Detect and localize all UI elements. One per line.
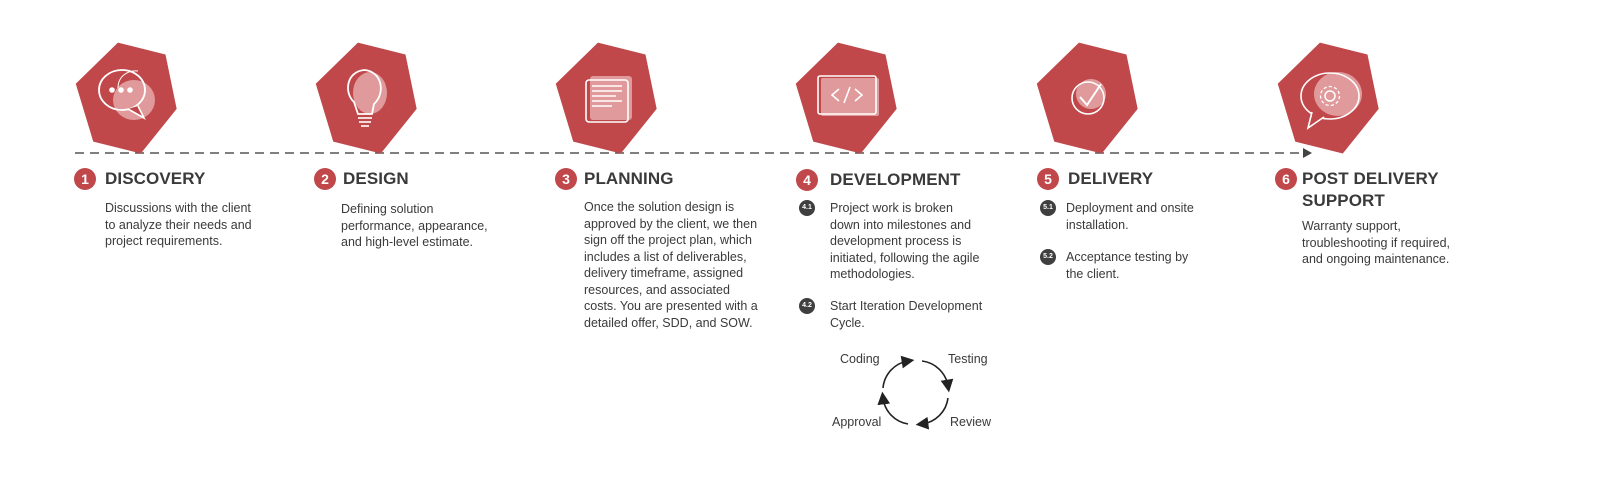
step-delivery: 5 DELIVERY xyxy=(1037,168,1153,190)
step-number: 1 xyxy=(74,168,96,190)
substep-number: 5.2 xyxy=(1040,249,1056,265)
document-icon xyxy=(585,76,632,123)
lightbulb-icon xyxy=(347,69,387,127)
code-icon xyxy=(817,75,879,116)
cycle-label-testing: Testing xyxy=(948,352,988,366)
step-number: 5 xyxy=(1037,168,1059,190)
hexagon-design xyxy=(315,42,417,154)
step-discovery: 1 DISCOVERY xyxy=(74,168,205,190)
checkmark-icon xyxy=(1071,79,1106,115)
cycle-label-review: Review xyxy=(950,415,991,429)
step-development: 4 DEVELOPMENT xyxy=(796,169,961,191)
step-number: 6 xyxy=(1275,168,1297,190)
substep-number: 4.2 xyxy=(799,298,815,314)
step-title: DISCOVERY xyxy=(105,169,206,188)
substep-number: 4.1 xyxy=(799,200,815,216)
step-number: 2 xyxy=(314,168,336,190)
step-description: Warranty support, troubleshooting if req… xyxy=(1302,219,1451,266)
substep-text: Deployment and onsite installation. xyxy=(1066,201,1194,232)
step-number: 4 xyxy=(796,169,818,191)
step-planning: 3 PLANNING xyxy=(555,168,674,190)
step-title: POST DELIVERY SUPPORT xyxy=(1302,169,1439,210)
substep-4-1: 4.1 Project work is broken down into mil… xyxy=(799,200,979,283)
cycle-label-coding: Coding xyxy=(840,352,880,366)
development-cycle: Coding Testing Review Approval xyxy=(830,346,1000,436)
substep-4-2: 4.2 Start Iteration Development Cycle. xyxy=(799,298,982,331)
substep-text: Start Iteration Development Cycle. xyxy=(830,299,983,330)
step-description: Once the solution design is approved by … xyxy=(584,200,758,330)
step-title: PLANNING xyxy=(584,169,674,188)
step-number: 3 xyxy=(555,168,577,190)
step-description: Discussions with the client to analyze t… xyxy=(105,201,252,248)
substep-5-1: 5.1 Deployment and onsite installation. xyxy=(1040,200,1194,233)
step-description: Defining solution performance, appearanc… xyxy=(341,202,488,249)
chat-bubble-icon xyxy=(98,69,155,120)
hexagon-discovery xyxy=(75,42,177,154)
substep-text: Acceptance testing by the client. xyxy=(1066,250,1189,281)
substep-number: 5.1 xyxy=(1040,200,1056,216)
hexagon-delivery xyxy=(1036,42,1138,154)
step-design: 2 DESIGN xyxy=(314,168,409,190)
hexagon-development xyxy=(795,42,897,154)
step-title: DEVELOPMENT xyxy=(830,170,961,189)
substep-5-2: 5.2 Acceptance testing by the client. xyxy=(1040,249,1188,282)
hexagon-post-delivery xyxy=(1277,42,1379,154)
gear-chat-icon xyxy=(1300,72,1362,130)
cycle-label-approval: Approval xyxy=(832,415,882,429)
step-title: DESIGN xyxy=(343,169,409,188)
substep-text: Project work is broken down into milesto… xyxy=(830,201,980,281)
hexagon-planning xyxy=(555,42,657,154)
cycle-arrows xyxy=(877,355,954,430)
step-post-delivery: 6 POST DELIVERY SUPPORT xyxy=(1275,168,1439,212)
step-title: DELIVERY xyxy=(1068,169,1154,188)
